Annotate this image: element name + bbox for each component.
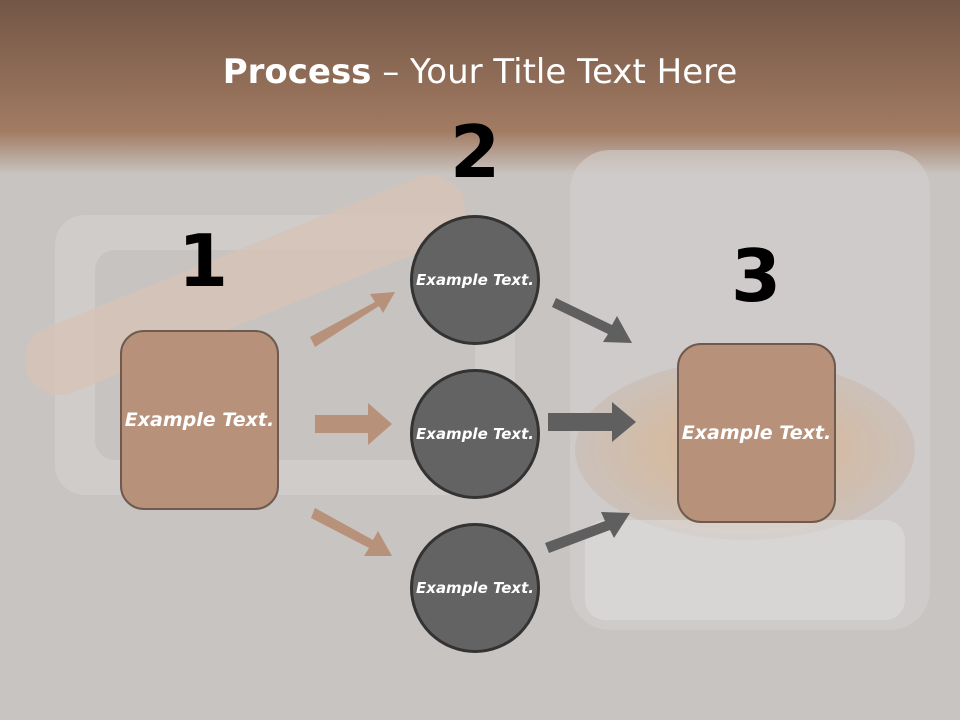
step-1-box: Example Text. — [120, 330, 279, 510]
step-2-item-2: Example Text. — [416, 424, 534, 443]
title-rest: – Your Title Text Here — [371, 52, 738, 92]
arrow-2-to-3-bottom — [545, 512, 630, 553]
step-1-label: Example Text. — [124, 408, 275, 431]
slide-title: Process – Your Title Text Here — [0, 52, 960, 92]
arrow-2-to-3-top — [552, 298, 632, 343]
arrow-1-to-2-bottom — [311, 508, 392, 556]
step-2-item-3: Example Text. — [416, 578, 534, 597]
step-2-item-1: Example Text. — [416, 270, 534, 289]
arrow-1-to-2-top — [310, 292, 395, 347]
title-bold: Process — [222, 52, 372, 92]
step-2-circle-middle: Example Text. — [410, 369, 540, 499]
step-number-2: 2 — [450, 110, 501, 194]
step-3-box: Example Text. — [677, 343, 836, 523]
step-number-3: 3 — [731, 234, 782, 318]
step-2-circle-bottom: Example Text. — [410, 523, 540, 653]
step-3-label: Example Text. — [681, 421, 832, 444]
step-2-circle-top: Example Text. — [410, 215, 540, 345]
step-number-1: 1 — [178, 219, 229, 303]
arrow-1-to-2-middle — [315, 403, 392, 445]
arrow-2-to-3-middle — [548, 402, 636, 442]
